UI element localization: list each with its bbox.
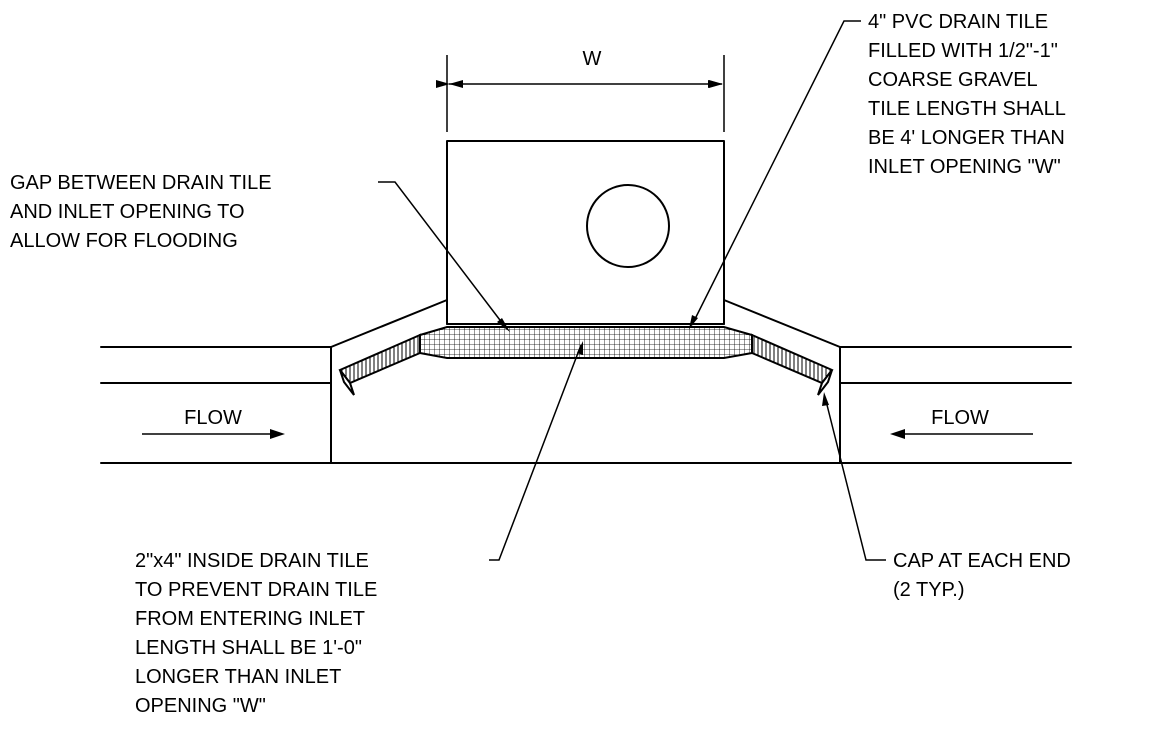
note-line: FILLED WITH 1/2"-1" [868, 40, 1058, 62]
flow-label-right: FLOW [931, 407, 989, 429]
note-line: TILE LENGTH SHALL [868, 98, 1066, 120]
note-line: 2"x4" INSIDE DRAIN TILE [135, 550, 369, 572]
note-line: LENGTH SHALL BE 1'-0" [135, 637, 362, 659]
leader-lines [378, 20, 886, 561]
note-line: BE 4' LONGER THAN [868, 127, 1065, 149]
note-line: CAP AT EACH END [893, 550, 1071, 572]
note-line: OPENING "W" [135, 695, 266, 717]
note-line: INLET OPENING "W" [868, 156, 1061, 178]
inlet-pipe-circle [586, 184, 670, 268]
curb-lines [100, 346, 1072, 464]
note-line: COARSE GRAVEL [868, 69, 1038, 91]
note-pvc-drain-tile: 4" PVC DRAIN TILE FILLED WITH 1/2"-1" CO… [868, 11, 1066, 178]
note-line: LONGER THAN INLET [135, 666, 341, 688]
flow-arrows: FLOW FLOW [142, 407, 1033, 439]
end-cap-left [339, 369, 355, 396]
note-line: TO PREVENT DRAIN TILE [135, 579, 377, 601]
drain-tile [338, 326, 834, 396]
note-line: ALLOW FOR FLOODING [10, 230, 238, 252]
note-line: 4" PVC DRAIN TILE [868, 11, 1048, 33]
note-two-by-four: 2"x4" INSIDE DRAIN TILE TO PREVENT DRAIN… [135, 550, 377, 717]
width-dimension: W [436, 48, 725, 132]
note-gap: GAP BETWEEN DRAIN TILE AND INLET OPENING… [10, 172, 272, 252]
note-line: GAP BETWEEN DRAIN TILE [10, 172, 272, 194]
note-cap: CAP AT EACH END (2 TYP.) [893, 550, 1071, 601]
flow-label-left: FLOW [184, 407, 242, 429]
width-label: W [583, 48, 602, 70]
note-line: (2 TYP.) [893, 579, 965, 601]
note-line: FROM ENTERING INLET [135, 608, 365, 630]
end-cap-right [817, 369, 833, 396]
note-line: AND INLET OPENING TO [10, 201, 245, 223]
inlet-structure [330, 140, 841, 348]
